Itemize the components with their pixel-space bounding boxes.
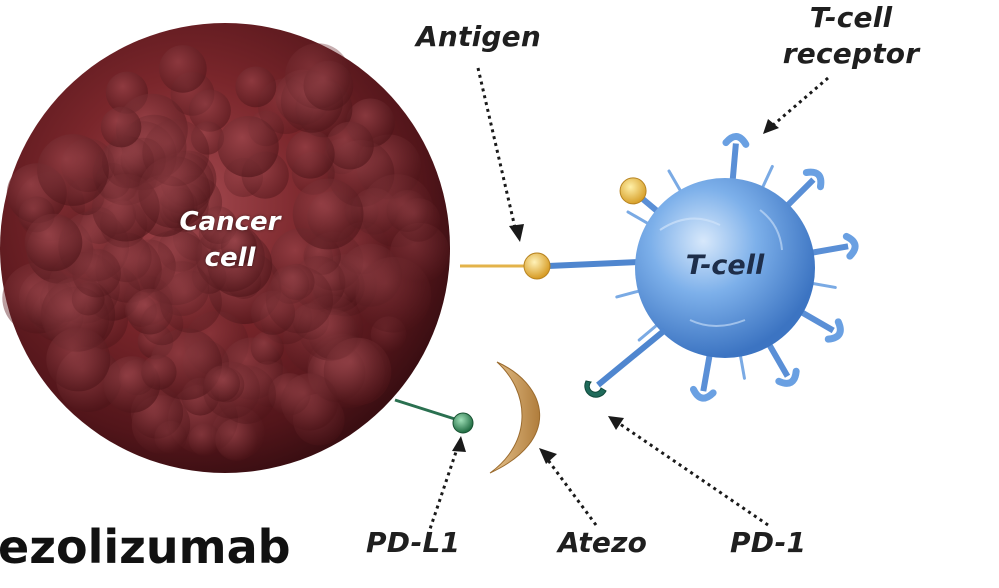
pdl1-icon xyxy=(452,412,474,434)
antigen-icon xyxy=(523,252,551,280)
arrow-pd1 xyxy=(616,420,769,527)
cancer-cell-bump xyxy=(159,270,222,333)
cancer-cell-bump xyxy=(154,420,187,454)
atezo-antibody-icon xyxy=(489,361,541,474)
cancer-cell xyxy=(0,23,450,473)
label-cancer-cell-line1: Cancer xyxy=(179,207,281,237)
cancer-cell-bump xyxy=(326,121,374,170)
cancer-cell-bump xyxy=(355,257,432,333)
label-tcell-receptor-line2: receptor xyxy=(782,37,920,70)
tcell-receptor-y xyxy=(842,232,859,260)
tcell-knob-icon xyxy=(619,177,647,205)
label-antigen: Antigen xyxy=(416,20,541,53)
arrow-antigen xyxy=(476,67,518,233)
cancer-cell-bump xyxy=(209,367,245,403)
cancer-cell-bump xyxy=(37,134,109,206)
cancer-cell-bump xyxy=(303,60,354,111)
tcell-receptor-y xyxy=(722,133,750,148)
pdl1-molecule xyxy=(394,398,474,434)
cancer-cell-texture xyxy=(2,43,450,461)
cancer-cell-bump xyxy=(281,373,339,431)
label-pdl1: PD-L1 xyxy=(366,526,461,559)
label-tcell-receptor: T-cell receptor xyxy=(776,0,926,72)
pd1-icon xyxy=(584,380,607,398)
arrow-tcell-receptor xyxy=(771,76,829,128)
cancer-cell-bump xyxy=(396,198,441,242)
cancer-cell-bump xyxy=(265,266,334,334)
tcell-receptor-y xyxy=(824,318,844,343)
arrow-heads xyxy=(452,119,779,464)
arrow-pdl1 xyxy=(426,445,460,536)
pointer-arrows xyxy=(426,67,829,536)
tcell-receptor-y xyxy=(775,367,800,387)
cancer-cell-bump xyxy=(138,156,211,229)
cancer-cell-bump xyxy=(141,354,177,390)
label-cancer-cell: Cancer cell xyxy=(170,204,290,276)
label-cancer-cell-line2: cell xyxy=(204,243,256,273)
cancer-cell-bump xyxy=(46,327,111,392)
antigen-binding xyxy=(460,252,641,280)
label-pd1: PD-1 xyxy=(730,526,807,559)
cancer-cell-bump xyxy=(24,213,83,272)
label-atezo: Atezo xyxy=(558,526,648,559)
tcell xyxy=(635,178,815,358)
cancer-cell-bump xyxy=(217,116,279,178)
tcell-receptor-y xyxy=(802,168,825,191)
cancer-cell-bump xyxy=(72,248,121,298)
tcell-receptor-y xyxy=(689,385,717,402)
arrow-atezo xyxy=(543,455,598,526)
pd1-molecule xyxy=(584,327,667,398)
cancer-cell-bump xyxy=(292,178,364,250)
cancer-cell-bump xyxy=(215,418,258,461)
cancer-cell-bump xyxy=(188,89,231,132)
drug-title: ezolizumab xyxy=(0,520,291,574)
label-tcell-receptor-line1: T-cell xyxy=(809,1,893,34)
cancer-cell-bump xyxy=(323,337,392,406)
label-tcell: T-cell xyxy=(685,250,765,281)
cancer-cell-bump xyxy=(159,45,207,93)
cancer-cell-bump xyxy=(285,129,335,179)
cancer-cell-bump xyxy=(188,423,221,456)
cancer-cell-bump xyxy=(100,106,142,148)
cancer-cell-bump xyxy=(235,66,277,108)
cancer-cell-bump xyxy=(250,331,284,365)
cancer-cell-bump xyxy=(220,228,258,265)
